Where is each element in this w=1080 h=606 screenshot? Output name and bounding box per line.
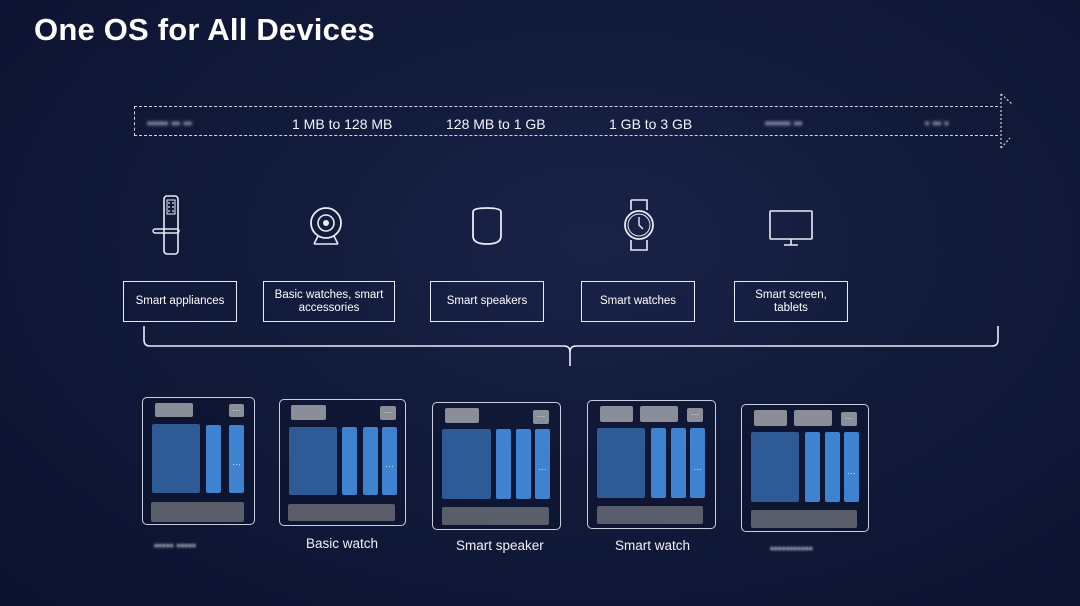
module-block: [288, 504, 395, 521]
blurred-range-label: ▪ ▪▪ ▪: [925, 116, 949, 130]
memory-range-bar: [134, 106, 998, 136]
memory-range-1: 1 MB to 128 MB: [292, 116, 393, 132]
mockup-card-1: … …: [142, 397, 255, 525]
more-icon: …: [687, 408, 703, 422]
module-block: [151, 502, 244, 522]
module-block: [516, 429, 531, 499]
mockup-card-5: … …: [741, 404, 869, 532]
camera-icon: [308, 206, 344, 246]
blurred-range-label: ▪▪▪▪▪▪ ▪▪: [765, 116, 803, 130]
module-block: [442, 429, 491, 499]
speaker-icon: [470, 206, 504, 246]
module-block: [442, 507, 549, 525]
blurred-label: ▪▪▪▪▪▪▪▪▪▪▪: [770, 543, 813, 555]
more-icon: …: [841, 412, 857, 426]
module-block: [206, 425, 221, 493]
module-block: [496, 429, 511, 499]
more-icon: …: [380, 406, 396, 420]
module-block: [805, 432, 820, 502]
module-block: [751, 510, 857, 528]
module-block: [289, 427, 337, 495]
module-block: [794, 410, 832, 426]
module-block: [751, 432, 799, 502]
page-title: One OS for All Devices: [34, 12, 375, 47]
module-block: [597, 428, 645, 498]
category-smart-screen-tablets: Smart screen, tablets: [734, 281, 848, 322]
blurred-label: ▪▪▪▪▪ ▪▪▪▪▪: [154, 540, 197, 552]
module-block: [229, 425, 244, 493]
module-block: [445, 408, 479, 423]
module-block: [640, 406, 678, 422]
module-block: [754, 410, 787, 426]
grouping-brace: [140, 326, 1002, 375]
module-block: [155, 403, 193, 417]
module-block: [651, 428, 666, 498]
module-block: [342, 427, 357, 495]
module-block: [825, 432, 840, 502]
category-smart-speakers: Smart speakers: [430, 281, 544, 322]
mockup-card-3: … …: [432, 402, 561, 530]
module-block: [844, 432, 859, 502]
module-block: [152, 424, 200, 493]
mockup-label-smart-speaker: Smart speaker: [456, 538, 544, 553]
watch-icon: [623, 198, 655, 252]
module-block: [291, 405, 326, 420]
module-block: [690, 428, 705, 498]
mockup-label-basic-watch: Basic watch: [306, 536, 379, 551]
module-block: [671, 428, 686, 498]
module-block: [597, 506, 703, 524]
module-block: [382, 427, 397, 495]
door-lock-icon: [152, 195, 184, 257]
memory-range-3: 1 GB to 3 GB: [609, 116, 693, 132]
module-block: [600, 406, 633, 422]
more-icon: …: [229, 404, 244, 417]
more-icon: …: [533, 410, 549, 424]
monitor-icon: [768, 209, 814, 247]
module-block: [363, 427, 378, 495]
blurred-range-label: ▪▪▪▪▪ ▪▪ ▪▪: [147, 116, 192, 130]
arrow-right-icon: [998, 92, 1018, 155]
mockup-card-2: … …: [279, 399, 406, 526]
category-basic-watches: Basic watches, smart accessories: [263, 281, 395, 322]
category-smart-appliances: Smart appliances: [123, 281, 237, 322]
memory-range-2: 128 MB to 1 GB: [446, 116, 546, 132]
module-block: [535, 429, 550, 499]
category-smart-watches: Smart watches: [581, 281, 695, 322]
mockup-card-4: … …: [587, 400, 716, 529]
mockup-label-smart-watch: Smart watch: [615, 538, 691, 553]
